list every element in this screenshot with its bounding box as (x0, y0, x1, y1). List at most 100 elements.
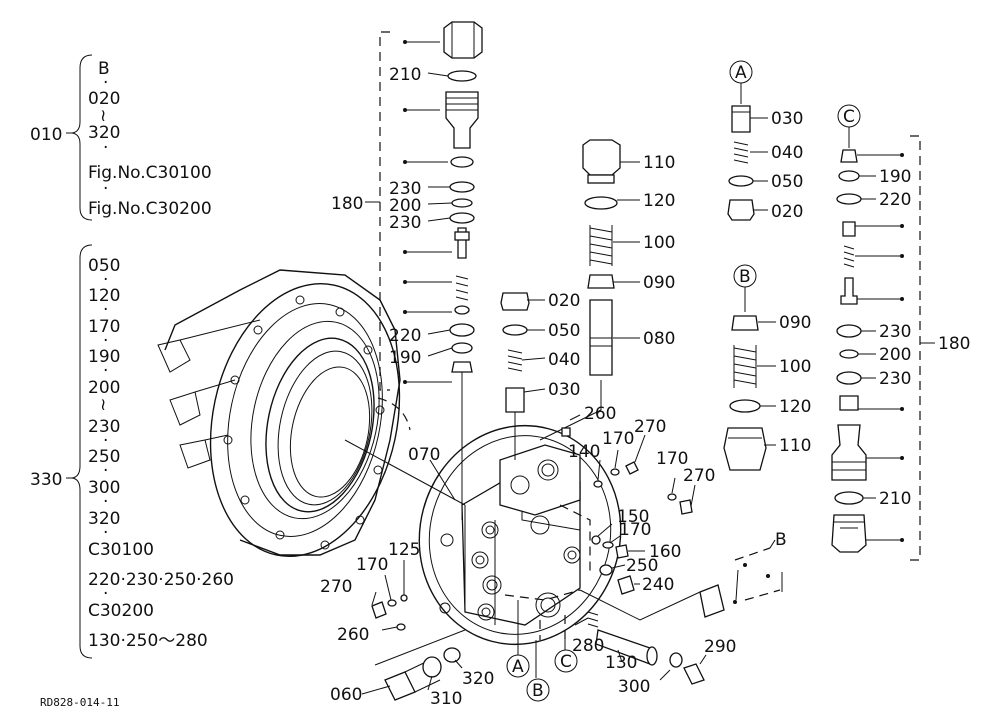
label-160: 160 (649, 542, 681, 562)
check-valve-stack: 020 050 040 030 (500, 291, 580, 460)
callout-a-circle (506, 654, 530, 678)
group-010-line: · (103, 179, 108, 199)
label-230: 230 (389, 179, 421, 199)
group-330-line: · (103, 300, 108, 320)
label-020: 020 (771, 202, 803, 222)
label-270: 270 (634, 417, 666, 437)
group-330-line: 200 (88, 378, 120, 398)
group-330-line: · (103, 584, 108, 604)
group-c-callout: C (843, 107, 855, 127)
group-330-line: 170 (88, 317, 120, 337)
label-090: 090 (643, 273, 675, 293)
label-300: 300 (618, 677, 650, 697)
label-060: 060 (330, 685, 362, 705)
group-330-line: C30200 (88, 601, 154, 621)
label-250: 250 (626, 556, 658, 576)
label-120: 120 (779, 397, 811, 417)
group-c-detail: C (831, 104, 970, 561)
group-330-line: · (103, 331, 108, 351)
label-260: 260 (337, 625, 369, 645)
label-090: 090 (779, 313, 811, 333)
label-240: 240 (642, 575, 674, 595)
group-330-line: · (103, 461, 108, 481)
group-010-line: Fig.No.C30200 (88, 199, 212, 219)
label-070: 070 (408, 445, 440, 465)
label-100: 100 (643, 233, 675, 253)
bottom-left-fittings: 270 170 125 260 (320, 540, 420, 645)
group-010-line: · (103, 73, 108, 93)
label-080: 080 (643, 329, 675, 349)
label-190: 190 (389, 348, 421, 368)
label-320: 320 (462, 669, 494, 689)
label-230: 230 (879, 322, 911, 342)
label-180: 180 (331, 194, 363, 214)
label-110: 110 (779, 436, 811, 456)
label-210: 210 (389, 65, 421, 85)
group-010-line: Fig.No.C30100 (88, 163, 212, 183)
relief-valve-stack: 110 120 100 090 080 (539, 139, 675, 441)
callout-b-text: B (775, 530, 787, 550)
group-b-detail: B 090 100 120 110 (723, 264, 811, 471)
group-010: 010 B · 020 ≀ 320 · Fig.No.C30100 · Fig.… (30, 54, 212, 221)
callout-b-label: B (532, 681, 544, 701)
label-290: 290 (704, 637, 736, 657)
label-150: 150 (617, 507, 649, 527)
group-010-line: B (98, 59, 110, 79)
figure-code: RD828-014-11 (40, 696, 119, 709)
callout-a-label: A (512, 657, 524, 677)
group-330-line: ≀ (100, 395, 106, 415)
callout-c-label: C (560, 652, 572, 672)
label-200: 200 (389, 196, 421, 216)
group-010-line: ≀ (100, 106, 106, 126)
side-fittings: 260 270 170 140 170 270 150 170 160 250 … (561, 404, 715, 595)
group-330-line: 130·250〜280 (88, 631, 208, 651)
label-220: 220 (879, 190, 911, 210)
group-330-line: 120 (88, 286, 120, 306)
group-330-line: · (103, 492, 108, 512)
label-190: 190 (879, 167, 911, 187)
label-050: 050 (548, 321, 580, 341)
group-180-left: 210 230 200 230 180 220 190 (331, 21, 483, 520)
label-170: 170 (602, 429, 634, 449)
label-170: 170 (619, 520, 651, 540)
label-120: 120 (643, 191, 675, 211)
group-330-line: 220·230·250·260 (88, 570, 234, 590)
label-200: 200 (879, 345, 911, 365)
label-125: 125 (388, 540, 420, 560)
label-220: 220 (389, 326, 421, 346)
label-280: 280 (572, 636, 604, 656)
motor-housing (157, 269, 411, 558)
group-010-line: 020 (88, 89, 120, 109)
group-330-line: 320 (88, 509, 120, 529)
label-100: 100 (779, 357, 811, 377)
group-330-line: 050 (88, 256, 120, 276)
group-010-line: 320 (88, 123, 120, 143)
group-330-ref: 330 (30, 470, 62, 490)
leader-070-b (344, 439, 466, 506)
group-010-line: · (103, 138, 108, 158)
label-270: 270 (683, 466, 715, 486)
group-a-callout: A (735, 63, 747, 83)
label-020: 020 (548, 291, 580, 311)
group-b-callout: B (739, 267, 751, 287)
label-170: 170 (656, 449, 688, 469)
label-030: 030 (771, 109, 803, 129)
label-260: 260 (584, 404, 616, 424)
label-170: 170 (356, 555, 388, 575)
label-310: 310 (430, 689, 462, 709)
label-270: 270 (320, 577, 352, 597)
group-330-line: 230 (88, 417, 120, 437)
label-030: 030 (548, 380, 580, 400)
label-210: 210 (879, 489, 911, 509)
label-130: 130 (605, 653, 637, 673)
b-reference-link: B (579, 530, 787, 621)
label-230: 230 (389, 213, 421, 233)
group-330-line: 190 (88, 347, 120, 367)
group-330-line: C30100 (88, 540, 154, 560)
group-a-detail: A 030 040 050 020 (727, 60, 803, 222)
leader-070 (429, 459, 456, 501)
group-330-line: · (103, 361, 108, 381)
flange-bolt-holes (223, 295, 385, 550)
group-330: 330 050 · 120 · 170 · 190 · 200 ≀ 230 · … (30, 244, 234, 659)
